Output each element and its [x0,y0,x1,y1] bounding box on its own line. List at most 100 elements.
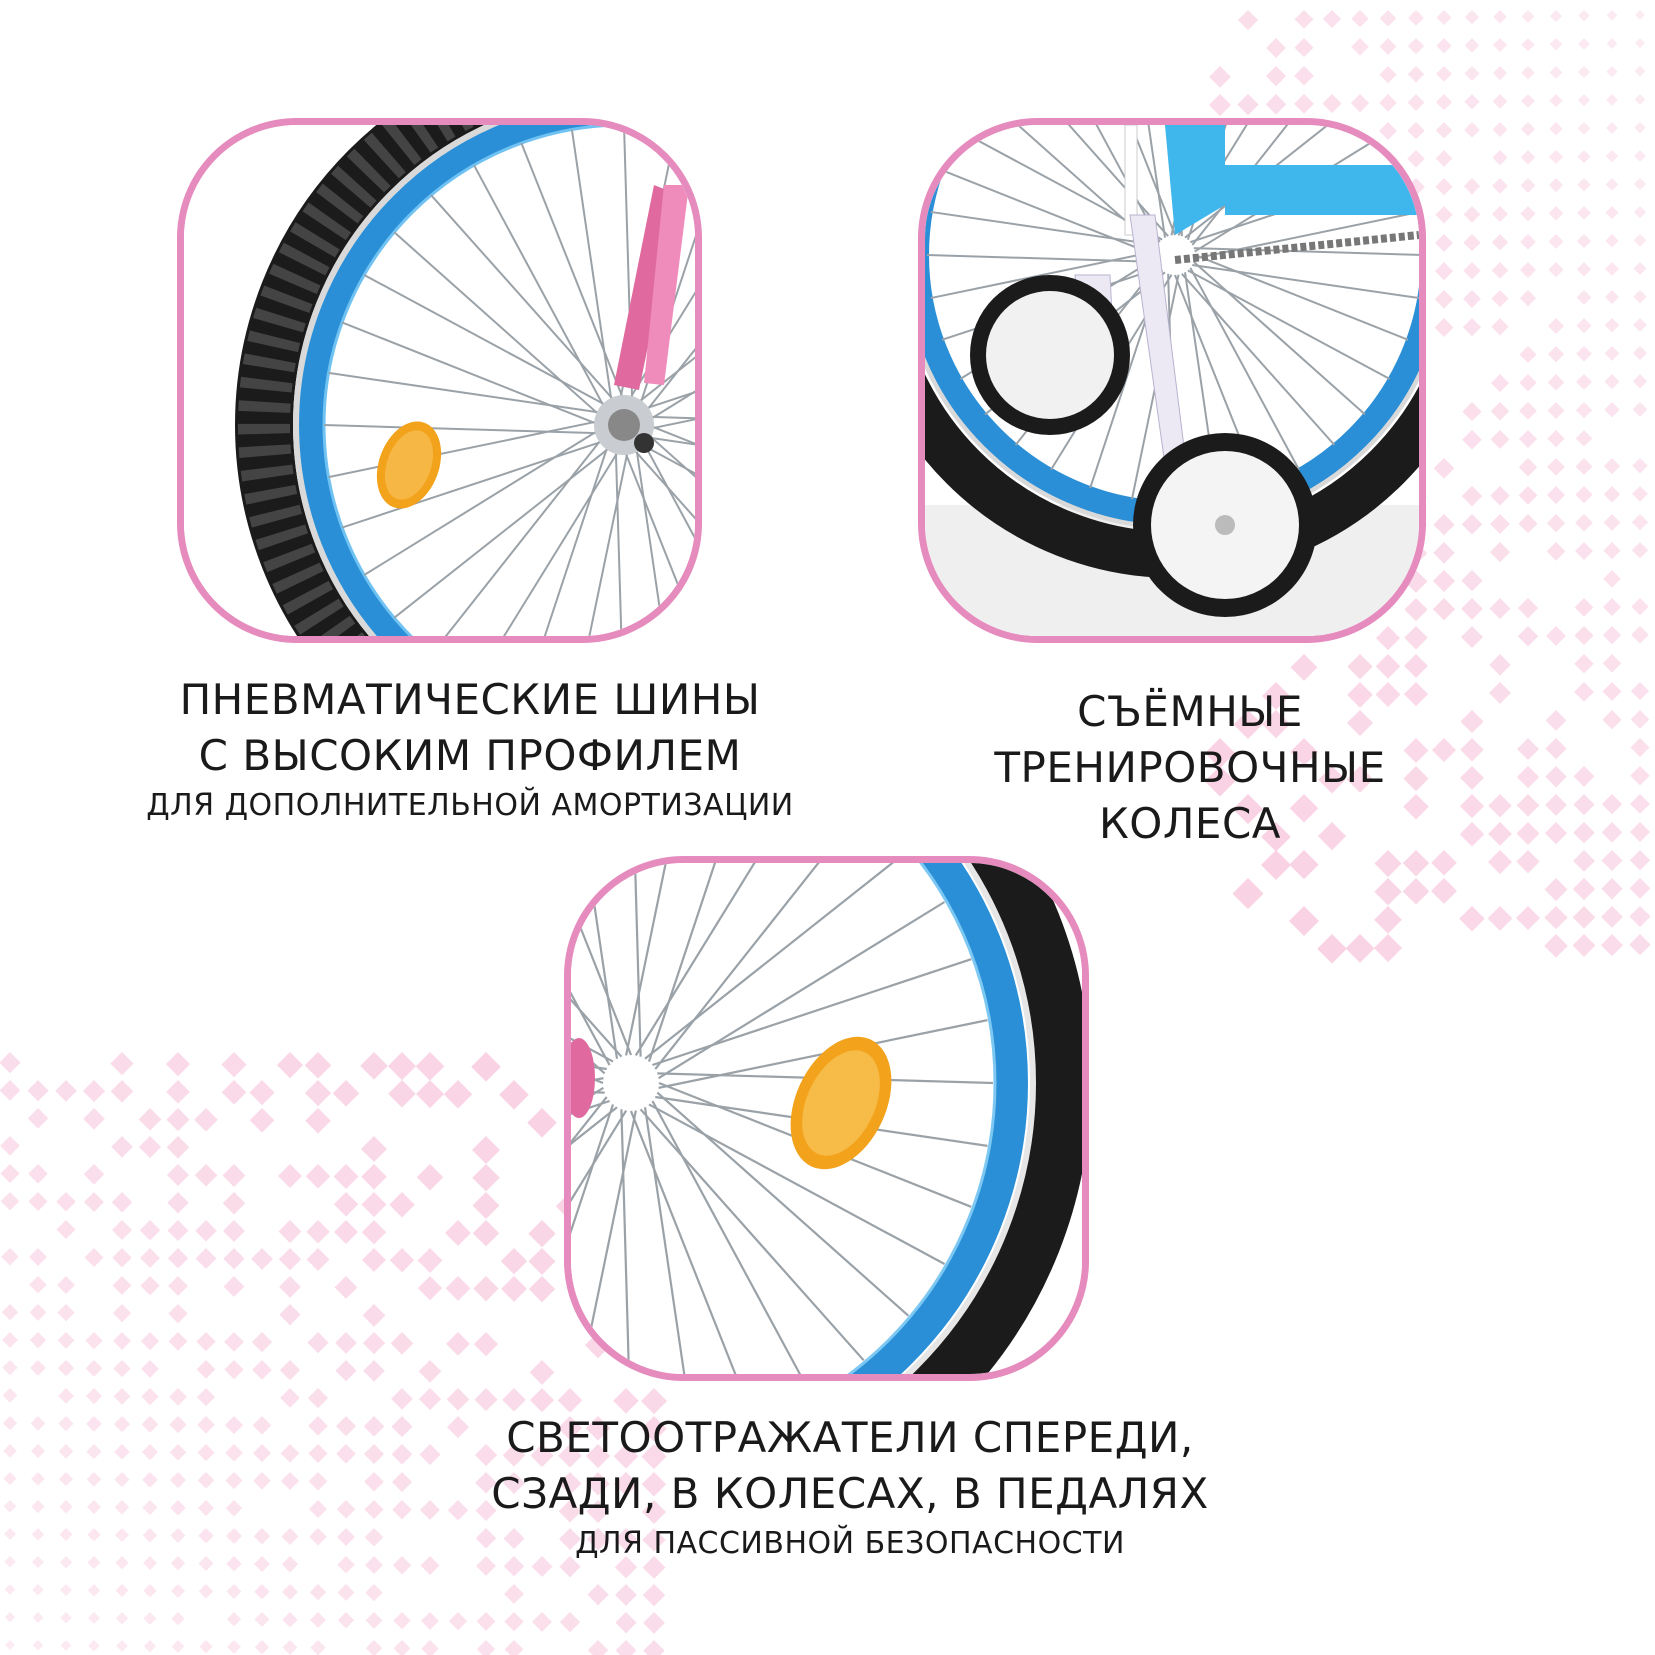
pattern-square [171,1556,185,1570]
pattern-square [87,1472,102,1487]
pattern-square [139,1136,161,1158]
pattern-square [1633,374,1647,388]
pattern-square [1351,10,1368,27]
pattern-square [1634,234,1647,247]
pattern-square [55,1080,77,1102]
feature-image-reflectors [564,856,1089,1381]
pattern-square [1632,486,1648,502]
pattern-square [1431,878,1457,904]
pattern-square [1209,66,1231,88]
pattern-square [1573,850,1595,872]
pattern-square [1520,234,1536,250]
pattern-square [1522,10,1535,23]
pattern-square [226,1500,243,1517]
pattern-square [199,1584,213,1598]
feature-caption-tires: ПНЕВМАТИЧЕСКИЕ ШИНЫ С ВЫСОКИМ ПРОФИЛЕМ Д… [60,672,880,828]
pattern-square [1605,346,1620,361]
pattern-square [474,1388,497,1411]
pattern-square [1317,934,1347,964]
pattern-square [472,1136,500,1164]
pattern-square [1436,150,1453,167]
pattern-square [366,1612,383,1629]
pattern-square [114,1416,130,1432]
pattern-square [1464,66,1479,81]
pattern-square [1492,150,1507,165]
pattern-square [444,1080,473,1109]
pattern-square [1379,94,1397,112]
pattern-square [365,1584,382,1601]
pattern-square [1462,430,1482,450]
pattern-square [643,1640,664,1655]
pattern-square [197,1416,215,1434]
pattern-square [86,1416,102,1432]
pattern-square [643,1584,665,1606]
pattern-square [1380,38,1397,55]
pattern-square [1294,94,1314,114]
pattern-square [1488,906,1513,931]
feature-title-line: С ВЫСОКИМ ПРОФИЛЕМ [60,728,880,784]
pattern-square [168,1220,189,1241]
pattern-square [59,1500,73,1514]
pattern-square [59,1444,74,1459]
pattern-square [364,1444,384,1464]
pattern-square [115,1528,129,1542]
pattern-square [1517,794,1540,817]
pattern-square [140,1248,160,1268]
pattern-square [333,1080,360,1107]
pattern-square [140,1220,160,1240]
pattern-square [1520,206,1535,221]
pattern-square [1545,878,1568,901]
pattern-square [1435,206,1453,224]
pattern-square [504,1584,524,1604]
pattern-square [310,1640,325,1655]
pattern-square [254,1556,270,1572]
pattern-square [1550,66,1563,79]
pattern-square [57,1220,76,1239]
pattern-square [1548,346,1564,362]
pattern-square [1602,822,1623,843]
pattern-square [393,1612,410,1629]
pattern-square [166,1052,190,1076]
pattern-square [1403,878,1430,905]
pattern-square [477,1612,496,1631]
pattern-square [88,1640,99,1651]
pattern-square [1521,38,1534,51]
pattern-square [167,1164,189,1186]
pattern-square [505,1640,524,1655]
pattern-square [57,1304,74,1321]
pattern-square [1492,178,1508,194]
pattern-square [1578,122,1591,135]
pattern-square [1295,10,1314,29]
pattern-square [198,1528,214,1544]
feature-caption-training-wheels: СЪЁМНЫЕ ТРЕНИРОВОЧНЫЕ КОЛЕСА [880,684,1500,852]
pattern-square [114,1388,131,1405]
pattern-square [142,1416,159,1433]
pattern-square [1630,850,1650,870]
pattern-square [86,1360,103,1377]
pattern-square [306,1164,331,1189]
pattern-square [281,1472,299,1490]
pattern-square [310,1584,326,1600]
pattern-square [252,1332,272,1352]
pattern-square [167,1136,190,1159]
pattern-square [33,1612,44,1623]
pattern-square [362,1220,386,1244]
pattern-square [1461,570,1482,591]
pattern-square [116,1612,128,1624]
pattern-square [143,1584,156,1597]
pattern-square [1545,794,1567,816]
feature-title-line: КОЛЕСА [880,796,1500,852]
pattern-square [166,1080,190,1104]
pattern-square [143,1556,157,1570]
pattern-square [27,1080,48,1101]
pattern-square [1602,794,1622,814]
pattern-square [58,1360,74,1376]
pattern-square [84,1192,104,1212]
pattern-square [1547,458,1565,476]
pattern-square [1379,66,1396,83]
pattern-square [473,1192,500,1219]
feature-title-line: СЗАДИ, В КОЛЕСАХ, В ПЕДАЛЯХ [400,1466,1300,1522]
pattern-square [60,1556,73,1569]
feature-title-line: СВЕТООТРАЖАТЕЛИ СПЕРЕДИ, [400,1410,1300,1466]
pattern-square [388,1080,416,1108]
